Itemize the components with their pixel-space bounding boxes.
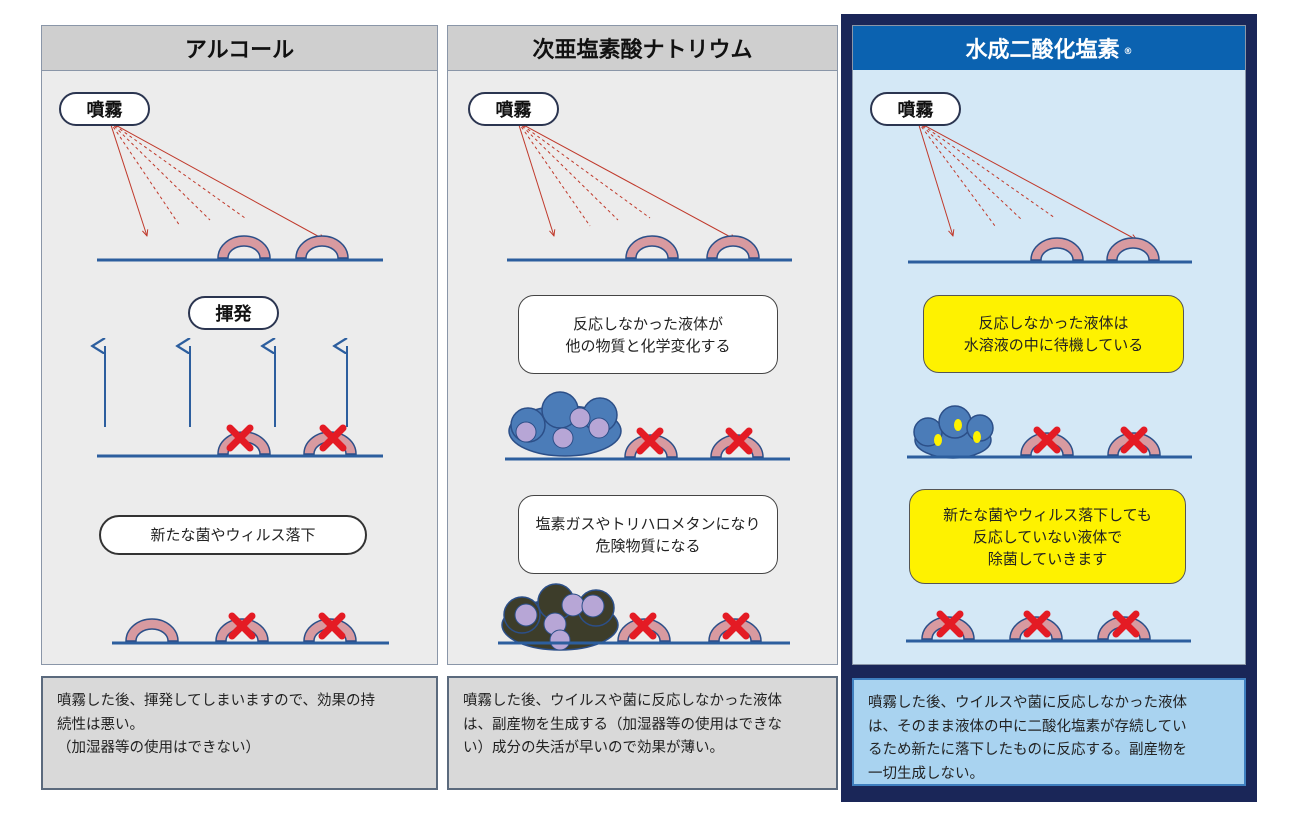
germ-arch-icon [125,618,179,642]
spray-lines [109,121,325,240]
evaporation-label: 揮発 [188,296,279,330]
spray-lines [917,121,1137,240]
germ-arch-icon [217,235,271,259]
chemical-cloud-icon [508,391,622,457]
germ-arch-icon [625,235,679,259]
up-arrow-icon [105,346,348,427]
column-title: アルコール [42,26,437,71]
note-line: （加湿器等の使用はできない） [57,740,260,756]
registered-mark: ® [1123,47,1133,57]
spray-label: 噴霧 [59,92,150,126]
chemical-cloud-icon [913,405,994,459]
box-line: 反応していない液体で [972,527,1123,546]
column-alcohol: アルコール [41,25,438,665]
note-chlorine-dioxide: 噴霧した後、ウイルスや菌に反応しなかった液体 は、そのまま液体の中に二酸化塩素が… [852,678,1246,786]
note-line: 噴霧した後、ウイルスや菌に反応しなかった液体 [868,695,1187,711]
column-title: 水成二酸化塩素® [853,26,1245,70]
note-line: るため新たに落下したものに反応する。副産物を [868,742,1187,758]
spray-lines [517,121,736,240]
note-alcohol: 噴霧した後、揮発してしまいますので、効果の持 続性は悪い。 （加湿器等の使用はで… [41,676,438,790]
note-line: い）成分の失活が早いので効果が薄い。 [463,740,724,756]
box-line: 除菌していきます [987,549,1108,568]
spray-label: 噴霧 [870,92,961,126]
standby-box: 反応しなかった液体は 水溶液の中に待機している [923,295,1184,373]
germ-arch-icon [1106,237,1160,261]
new-germs-box: 新たな菌やウィルス落下 [99,515,367,555]
note-sodium-hypochlorite: 噴霧した後、ウイルスや菌に反応しなかった液体 は、副産物を生成する（加湿器等の使… [447,676,838,790]
germ-arch-icon [706,235,760,259]
note-line: 一切生成しない。 [868,765,984,782]
column-title: 次亜塩素酸ナトリウム [448,26,837,71]
note-line: は、そのまま液体の中に二酸化塩素が存続してい [868,718,1187,735]
box-line: 新たな菌やウィルス落下しても [943,505,1152,524]
spray-label: 噴霧 [468,92,559,126]
germ-arch-icon [1030,237,1084,261]
hazard-box: 塩素ガスやトリハロメタンになり 危険物質になる [518,495,778,574]
note-line: は、副産物を生成する（加湿器等の使用はできな [463,716,782,733]
disinfect-box: 新たな菌やウィルス落下しても 反応していない液体で 除菌していきます [909,489,1186,584]
note-line: 噴霧した後、ウイルスや菌に反応しなかった液体 [463,693,782,709]
note-line: 噴霧した後、揮発してしまいますので、効果の持 [57,693,375,709]
chemical-cloud-icon [501,583,619,651]
box-line: 水溶液の中に待機している [963,336,1144,354]
box-line: 塩素ガスやトリハロメタンになり [535,514,761,533]
note-line: 続性は悪い。 [57,716,144,733]
germ-arch-icon [295,235,349,259]
box-line: 反応しなかった液体は [978,314,1129,332]
box-line: 反応しなかった液体が [572,314,723,333]
box-line: 他の物質と化学変化する [565,336,731,355]
box-line: 危険物質になる [595,536,701,555]
reaction-box: 反応しなかった液体が 他の物質と化学変化する [518,295,778,374]
